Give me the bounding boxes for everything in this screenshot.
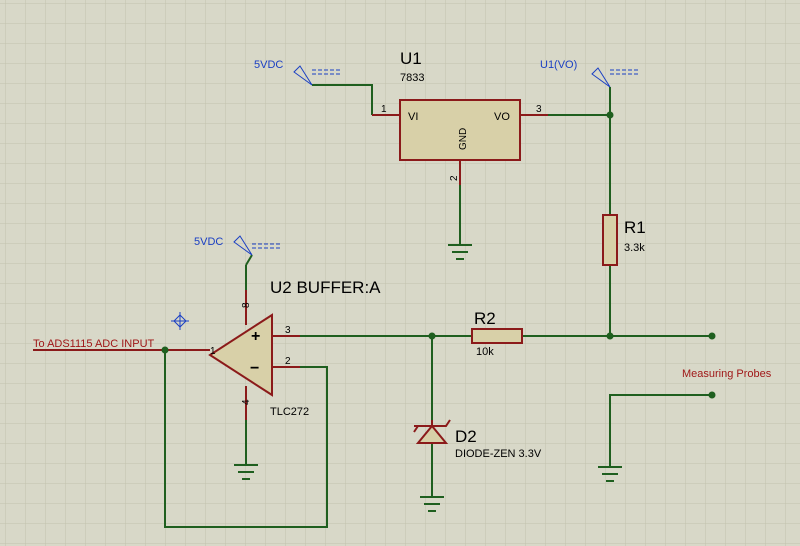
u1-pin2-number: 2 bbox=[449, 175, 460, 181]
junction-dot bbox=[161, 346, 169, 354]
u1-pin-vo: VO bbox=[494, 111, 510, 123]
u1-pin1-number: 1 bbox=[381, 104, 387, 115]
terminal-label: U1(VO) bbox=[540, 59, 577, 71]
u2-pin4-number: 4 bbox=[241, 399, 252, 405]
ground-icon bbox=[448, 244, 472, 260]
wire-op-vcc-tick bbox=[245, 254, 253, 266]
junction-dot bbox=[606, 111, 614, 119]
u1-ref-label: U1 bbox=[400, 49, 422, 68]
u2-pin8-number: 8 bbox=[241, 302, 252, 308]
u1-pin3-number: 3 bbox=[536, 104, 542, 115]
probe-terminal-dot[interactable] bbox=[708, 332, 716, 340]
d2-zener-diode[interactable]: D2 DIODE-ZEN 3.3V bbox=[413, 419, 542, 460]
r1-ref-label: R1 bbox=[624, 218, 646, 237]
junction-dot bbox=[606, 332, 614, 340]
r1-value-label: 3.3k bbox=[624, 242, 645, 254]
u2-pin1-number: 1 bbox=[210, 346, 216, 357]
d2-body[interactable] bbox=[415, 424, 449, 444]
r1-body[interactable] bbox=[602, 214, 618, 266]
u1-regulator[interactable]: U1 7833 VI VO GND 1 3 2 bbox=[372, 49, 548, 185]
r2-body[interactable] bbox=[471, 328, 523, 344]
power-terminal-u1-vo[interactable]: U1(VO) bbox=[540, 59, 638, 88]
u1-body[interactable] bbox=[399, 99, 521, 161]
junction-dot bbox=[428, 332, 436, 340]
r1-resistor[interactable]: R1 3.3k bbox=[602, 214, 646, 266]
wire-5vdc-u1 bbox=[312, 84, 373, 115]
u1-pin-gnd: GND bbox=[458, 128, 469, 150]
u2-ref-label: U2 BUFFER:A bbox=[270, 278, 381, 297]
adc-input-label: To ADS1115 ADC INPUT bbox=[33, 338, 155, 350]
terminal-label: 5VDC bbox=[254, 59, 283, 71]
wire-probe-gnd bbox=[609, 394, 712, 467]
crosshair-icon[interactable] bbox=[171, 312, 189, 330]
ground-symbols bbox=[234, 244, 622, 512]
r2-ref-label: R2 bbox=[474, 309, 496, 328]
r2-resistor[interactable]: R2 10k bbox=[471, 309, 523, 358]
u1-value-label: 7833 bbox=[400, 72, 424, 84]
probe-terminal-dot[interactable] bbox=[708, 391, 716, 399]
u2-opamp[interactable]: + − U2 BUFFER:A TLC272 1 3 2 8 4 bbox=[195, 278, 381, 420]
terminal-label: 5VDC bbox=[194, 236, 223, 248]
power-terminal-5vdc-opamp[interactable]: 5VDC bbox=[194, 235, 280, 256]
d2-value-label: DIODE-ZEN 3.3V bbox=[455, 448, 542, 460]
u2-pin3-number: 3 bbox=[285, 325, 291, 336]
ground-icon bbox=[234, 464, 258, 480]
d2-ref-label: D2 bbox=[455, 427, 477, 446]
ground-icon bbox=[420, 496, 444, 512]
power-terminal-5vdc-top[interactable]: 5VDC bbox=[254, 59, 340, 86]
u2-pin2-number: 2 bbox=[285, 356, 291, 367]
u2-minus-sign: − bbox=[250, 360, 259, 377]
probes-label: Measuring Probes bbox=[682, 368, 772, 380]
r2-value-label: 10k bbox=[476, 346, 494, 358]
ground-icon bbox=[598, 466, 622, 482]
u2-value-label: TLC272 bbox=[270, 406, 309, 418]
junctions bbox=[161, 111, 716, 399]
u1-pin-vi: VI bbox=[408, 111, 418, 123]
u2-body[interactable] bbox=[208, 313, 273, 397]
u2-plus-sign: + bbox=[251, 328, 260, 345]
